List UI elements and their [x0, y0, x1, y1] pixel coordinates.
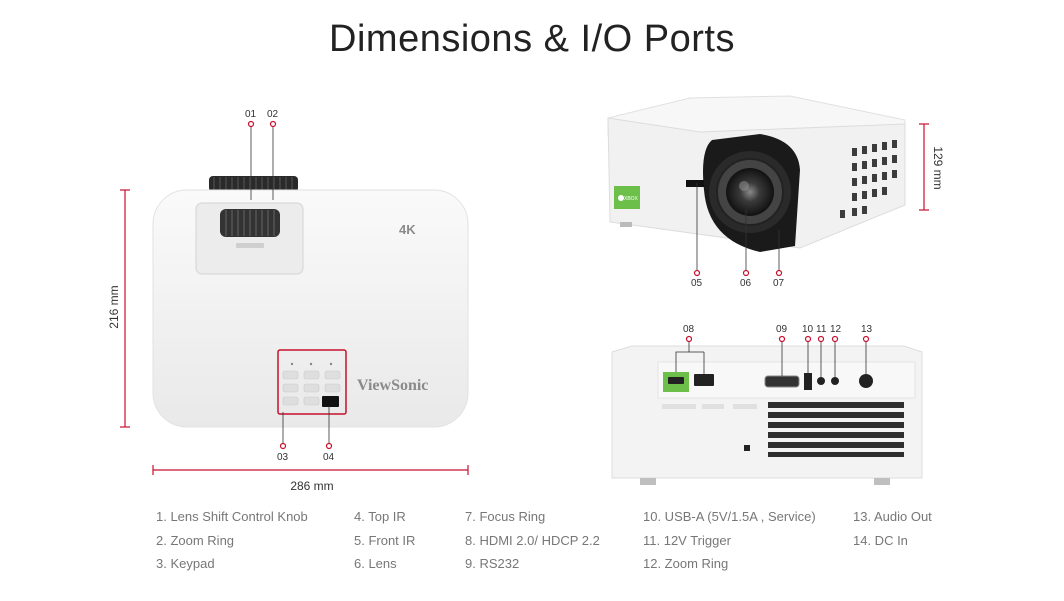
legend-item: 12. Zoom Ring [643, 556, 729, 571]
callout-03: 03 [277, 452, 289, 463]
width-dimension-label: 286 mm [290, 479, 333, 493]
height-dimension-label: 216 mm [107, 285, 121, 328]
front-view-projector: XBOX [607, 95, 906, 252]
legend-item: 1. Lens Shift Control Knob [156, 509, 308, 524]
callout-10: 10 [802, 324, 814, 335]
callout-06: 06 [740, 278, 752, 289]
legend-column-1: 1. Lens Shift Control Knob 2. Zoom Ring … [156, 507, 308, 578]
callout-08: 08 [683, 324, 695, 335]
callout-11: 11 [816, 324, 827, 335]
legend-column-3: 7. Focus Ring 8. HDMI 2.0/ HDCP 2.2 9. R… [465, 507, 600, 578]
legend-column-5: 13. Audio Out 14. DC In [853, 507, 932, 554]
zoom-jack [831, 377, 839, 385]
hdmi-port [694, 374, 714, 386]
rear-vent-grille [768, 402, 904, 457]
callout-04: 04 [323, 452, 335, 463]
callout-07: 07 [773, 278, 785, 289]
legend-item: 9. RS232 [465, 556, 520, 571]
port-legend: 1. Lens Shift Control Knob 2. Zoom Ring … [0, 507, 1064, 587]
usb-a-port [804, 373, 812, 390]
callout-01: 01 [245, 109, 257, 120]
keypad-highlight [277, 349, 347, 415]
top-ir-window [322, 396, 339, 407]
callout-05: 05 [691, 278, 703, 289]
legend-column-4: 10. USB-A (5V/1.5A , Service) 11. 12V Tr… [643, 507, 816, 578]
callout-13: 13 [861, 324, 873, 335]
callout-09: 09 [776, 324, 788, 335]
badge-4k: 4K [399, 222, 416, 237]
top-view-projector: 4K ViewSonic [152, 176, 469, 428]
legend-item: 4. Top IR [354, 509, 406, 524]
legend-item: 5. Front IR [354, 532, 416, 548]
lens [726, 168, 774, 216]
legend-item: 7. Focus Ring [465, 509, 546, 524]
keypad [282, 370, 341, 406]
xbox-label: XBOX [624, 196, 639, 202]
legend-column-2: 4. Top IR 5. Front IR 6. Lens [354, 507, 415, 578]
legend-item: 13. Audio Out [853, 509, 932, 524]
page-title: Dimensions & I/O Ports [329, 18, 735, 60]
callouts-rear-view: 08 09 10 11 12 13 [675, 324, 873, 377]
front-ir-window [686, 180, 704, 187]
legend-item: 6. Lens [354, 556, 397, 571]
legend-item: 10. USB-A (5V/1.5A , Service) [643, 509, 816, 524]
callout-12: 12 [830, 324, 842, 335]
legend-item: 3. Keypad [156, 556, 215, 571]
callouts-top-view: 01 02 03 04 [245, 109, 335, 463]
rs232-port [764, 375, 800, 388]
rear-view-projector [611, 345, 923, 485]
callouts-front-view: 05 06 07 [691, 183, 785, 289]
legend-item: 8. HDMI 2.0/ HDCP 2.2 [465, 532, 600, 548]
viewsonic-logo: ViewSonic [357, 377, 428, 394]
side-vents [840, 140, 897, 218]
dimension-lines-front: 129 mm [919, 123, 945, 211]
callout-02: 02 [267, 109, 279, 120]
legend-item: 14. DC In [853, 532, 908, 548]
lens-barrel [209, 176, 298, 192]
dc-in-port [859, 374, 873, 388]
front-height-dimension-label: 129 mm [931, 146, 945, 189]
legend-item: 11. 12V Trigger [643, 532, 731, 548]
trigger-jack [817, 377, 825, 385]
dimension-lines-top: 216 mm 286 mm [107, 189, 469, 493]
xbox-badge [614, 186, 640, 209]
legend-item: 2. Zoom Ring [156, 532, 235, 548]
